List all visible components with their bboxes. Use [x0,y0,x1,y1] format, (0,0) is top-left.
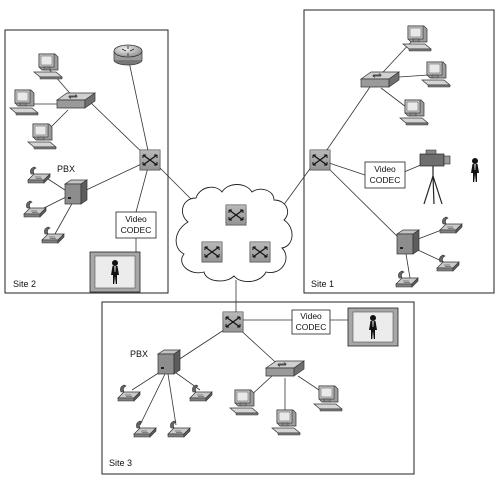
wan-cloud-icon [175,184,293,282]
site-1-phone-2-icon [436,254,460,272]
site-2-label: Site 2 [13,279,36,289]
wan-switch-top-icon [225,204,247,226]
codec-label-line2: CODEC [121,225,152,235]
site-1-pbx-icon [396,229,420,255]
site-1-video-codec: Video CODEC [364,161,406,189]
site-3-video-codec: Video CODEC [291,309,331,335]
site-2-switch-icon [139,149,161,171]
site-3-phone-4-icon [189,384,213,402]
site-3-pbx-icon [157,349,181,375]
site-2-boundary [4,29,169,294]
site-3-label: Site 3 [109,458,132,468]
site-3-pc-1-icon [229,389,259,416]
wan-switch-right-icon [249,241,271,263]
codec-label-line1: Video [300,311,322,321]
codec-label-line1: Video [374,164,396,174]
site-1-phone-1-icon [439,216,463,234]
site-1-phone-3-icon [395,270,419,288]
site-1-boundary [303,9,495,294]
site-3-pc-2-icon [271,409,301,436]
wan-switch-left-icon [201,241,223,263]
site-3-pbx-label: PBX [130,349,148,359]
video-camera-icon [419,149,451,205]
site-2-video-monitor-icon [89,251,141,293]
site-2-phone-2-icon [23,200,47,218]
site-2-hub-icon [56,92,96,109]
router-icon [113,44,143,66]
site-2-video-codec: Video CODEC [115,211,157,239]
site-2-pbx-icon [64,179,88,205]
codec-label-line2: CODEC [370,175,401,185]
site-2-pc-1-icon [33,53,63,80]
site-3-phone-3-icon [167,420,191,438]
codec-label-line1: Video [125,214,147,224]
site-2-pc-2-icon [9,89,39,116]
site-1-switch-icon [309,149,331,171]
site-3-switch-icon [222,311,244,333]
site-2-pc-3-icon [27,123,57,150]
site-2-phone-3-icon [41,226,65,244]
site-3-phone-2-icon [133,420,157,438]
site-3-video-monitor-icon [347,307,399,347]
site-1-pc-3-icon [399,99,429,126]
site-2-phone-1-icon [27,166,51,184]
site-3-boundary [101,301,415,475]
site-1-label: Site 1 [311,279,334,289]
site-1-pc-1-icon [402,25,432,52]
codec-label-line2: CODEC [296,322,327,332]
camera-subject-person-icon [471,158,479,182]
site-2-pbx-label: PBX [57,164,75,174]
site-1-hub-icon [360,71,400,88]
site-3-hub-icon [265,360,305,377]
site-1-pc-2-icon [421,61,451,88]
